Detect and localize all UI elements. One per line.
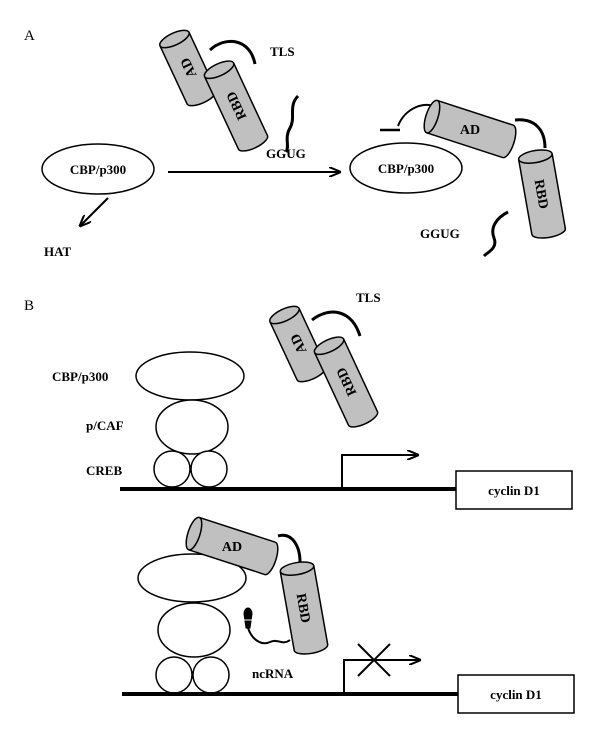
pcaf-oval-b2	[157, 602, 231, 658]
cyclin-d1-label-top: cyclin D1	[488, 483, 540, 498]
tls-linker-bound	[514, 118, 547, 149]
cbp-p300-oval	[41, 143, 155, 195]
ad-domain-b2: AD	[185, 516, 279, 576]
ad-label-bound: AD	[460, 123, 480, 138]
ad-domain-bound: AD	[423, 99, 517, 159]
rbd-domain-b2: RBD	[279, 561, 329, 655]
cbp-p300-oval-bound	[349, 142, 463, 194]
rna-strand-bound	[482, 210, 509, 258]
tls-label-a: TLS	[270, 44, 295, 59]
ncrna-label: ncRNA	[252, 666, 294, 681]
creb-label: CREB	[86, 463, 122, 478]
pcaf-label: p/CAF	[86, 418, 124, 433]
hat-arrow	[80, 197, 109, 226]
panel-b-letter: B	[24, 298, 34, 314]
hat-label: HAT	[44, 244, 72, 259]
tls-linker	[208, 40, 257, 65]
tls-protein-free: AD RBD	[159, 29, 269, 152]
tls-linker-b2	[277, 533, 302, 563]
rbd-domain-b: RBD	[313, 336, 379, 428]
transcription-arrow-blocked	[343, 660, 420, 694]
rbd-label-b2: RBD	[293, 592, 313, 624]
ggug-label-a-bound: GGUG	[420, 226, 460, 241]
cbp-label-a-bound: CBP/p300	[378, 161, 434, 176]
rbd-label-bound: RBD	[531, 178, 551, 210]
creb-circle-right	[190, 450, 228, 488]
block-x-line-2	[357, 643, 391, 677]
pcaf-oval	[155, 399, 229, 455]
cbp-label-b: CBP/p300	[52, 369, 108, 384]
cyclin-d1-box-top	[455, 470, 573, 510]
rna-strand	[284, 94, 300, 153]
creb-circle-left	[153, 450, 191, 488]
creb-circle-left-b2	[155, 656, 193, 694]
ad-domain-b: AD	[269, 305, 327, 383]
panel-a-letter: A	[24, 28, 35, 44]
cyclin-d1-label-bottom: cyclin D1	[490, 687, 542, 702]
cyclin-d1-box-bottom	[457, 674, 575, 714]
tls-label-b: TLS	[356, 290, 381, 305]
rbd-domain-bound: RBD	[517, 149, 567, 239]
cbp-p300-oval-b2	[137, 553, 247, 603]
rbd-domain: RBD	[203, 60, 269, 152]
cbp-p300-oval-b	[135, 351, 245, 401]
tls-linker-b	[311, 310, 362, 337]
ggug-label-a: GGUG	[266, 146, 306, 161]
tls-protein-free-b: AD RBD	[269, 305, 379, 428]
transcription-arrow-active	[341, 455, 418, 489]
cbp-label-a: CBP/p300	[70, 162, 126, 177]
ad-label-b2: AD	[222, 540, 242, 555]
creb-circle-right-b2	[192, 656, 230, 694]
ncrna-hairpin	[243, 607, 291, 645]
ad-domain: AD	[159, 29, 217, 107]
